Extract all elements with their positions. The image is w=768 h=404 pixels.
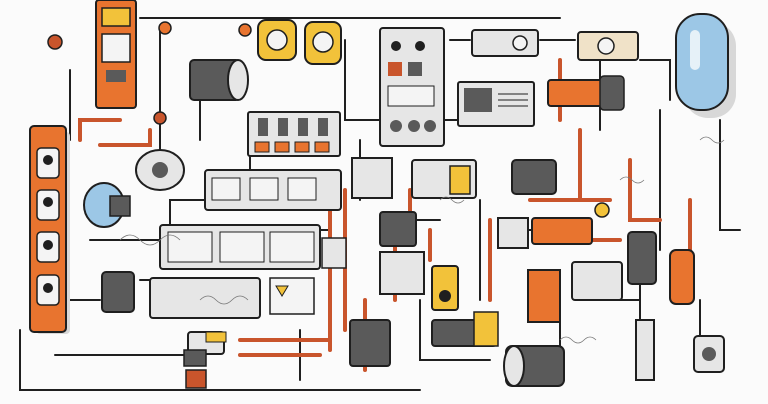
breaker-box-icon — [247, 111, 341, 157]
pump-icon — [497, 159, 695, 323]
water-heater-icon — [675, 13, 736, 118]
control-box-icon — [349, 211, 499, 367]
valve-icon — [47, 21, 252, 125]
meter-unit-icon — [95, 0, 137, 109]
gauge-icon — [257, 19, 342, 65]
motor-icon — [135, 59, 249, 191]
gauge-panel-icon — [149, 224, 347, 319]
junction-box-icon — [547, 31, 639, 111]
boiler-tank-icon — [83, 182, 131, 228]
sensor-icon — [101, 271, 227, 389]
meter-panel-icon — [204, 157, 477, 211]
power-strip-icon — [29, 125, 70, 334]
wire-squiggles — [119, 136, 725, 344]
control-panel-icon — [379, 27, 445, 147]
motor-bottom-icon — [503, 319, 725, 387]
display-screen-icon — [457, 29, 539, 127]
